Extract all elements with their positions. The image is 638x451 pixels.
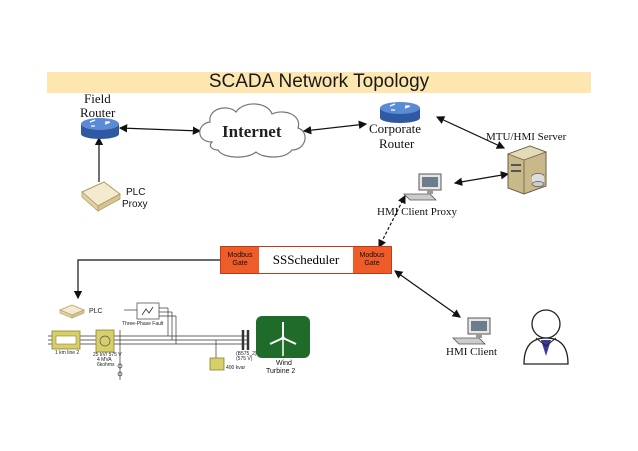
connections	[73, 116, 510, 318]
hmi-proxy-computer-icon	[403, 173, 442, 201]
mtu-server-label: MTU/HMI Server	[486, 131, 567, 143]
link-internet-corporate	[302, 120, 368, 135]
plc-proxy-label-2: Proxy	[122, 199, 148, 210]
modbus-gate-left: Modbus Gate	[221, 247, 259, 273]
corporate-router-icon	[380, 102, 420, 123]
field-router-label-1: Field	[84, 91, 111, 106]
link-corporate-server	[435, 116, 506, 149]
gate-left-line2: Gate	[232, 260, 248, 267]
link-router-internet	[118, 124, 202, 135]
title-band	[47, 72, 591, 93]
power-circuit	[48, 302, 250, 380]
hmi-client-computer-icon	[452, 317, 491, 345]
bus-label-1: (B575_2)	[236, 351, 257, 357]
transformer-block	[95, 329, 115, 353]
corporate-router-label-1: Corporate	[369, 121, 421, 136]
field-router-icon	[81, 118, 119, 139]
corporate-router-label-2: Router	[379, 136, 415, 151]
fault-label: Three-Phase Fault	[122, 321, 164, 327]
page-title: SCADA Network Topology	[208, 71, 430, 92]
gate-right-line2: Gate	[364, 260, 380, 267]
transformer-label-2: 4 MVA	[97, 357, 112, 363]
line-label: 1 km line 2	[55, 350, 80, 356]
bus-label-2: (575 V)	[236, 356, 253, 362]
field-router-label-2: Router	[80, 105, 116, 120]
link-proxy-scheduler	[378, 194, 406, 249]
internet-label: Internet	[222, 122, 282, 141]
wind-turbine-label-1: Wind	[276, 360, 292, 367]
load-label: 400 kvar	[226, 365, 246, 371]
circuit-plc-label: PLC	[89, 308, 103, 315]
wind-turbine-icon	[256, 316, 310, 358]
modbus-gate-right: Modbus Gate	[353, 247, 391, 273]
gate-right-line1: Modbus	[359, 252, 385, 259]
hmi-proxy-label: HMI Client Proxy	[377, 206, 458, 218]
server-icon	[506, 145, 548, 195]
plc-proxy-label-1: PLC	[126, 187, 146, 198]
internet-cloud-icon	[199, 103, 306, 158]
circuit-plc-icon	[58, 304, 86, 319]
transformer-label-3: 6kohms	[97, 362, 115, 368]
wind-turbine-label-2: Turbine 2	[266, 368, 296, 375]
hmi-client-label: HMI Client	[446, 346, 498, 358]
link-scheduler-plc	[73, 259, 220, 300]
user-avatar-icon	[523, 309, 569, 365]
transformer-label-1: 25 kV/ 575 V	[93, 352, 122, 358]
gate-left-line1: Modbus	[227, 252, 253, 259]
plc-proxy-icon	[81, 181, 121, 212]
link-proxy-server	[453, 171, 510, 186]
load-block	[209, 357, 225, 371]
scheduler-label: SSScheduler	[272, 252, 340, 267]
link-scheduler-client	[394, 270, 461, 318]
